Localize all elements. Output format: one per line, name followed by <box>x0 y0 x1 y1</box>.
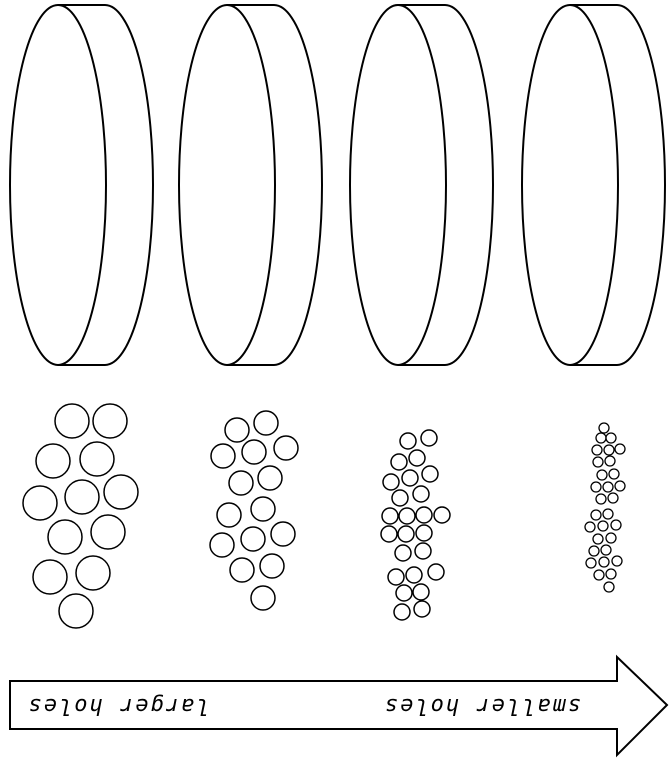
sieve-2 <box>179 5 322 365</box>
label-smaller-holes: smaller holes <box>383 693 581 718</box>
particles-medium-large <box>210 411 298 610</box>
sieve-3 <box>350 5 493 365</box>
particles-small <box>585 423 625 592</box>
particles-medium-small <box>381 430 450 620</box>
sieve-1 <box>10 5 153 365</box>
sieve-4 <box>522 5 665 365</box>
particles-large <box>23 404 138 628</box>
direction-arrow: larger holes smaller holes <box>10 657 667 755</box>
label-larger-holes: larger holes <box>27 693 210 718</box>
